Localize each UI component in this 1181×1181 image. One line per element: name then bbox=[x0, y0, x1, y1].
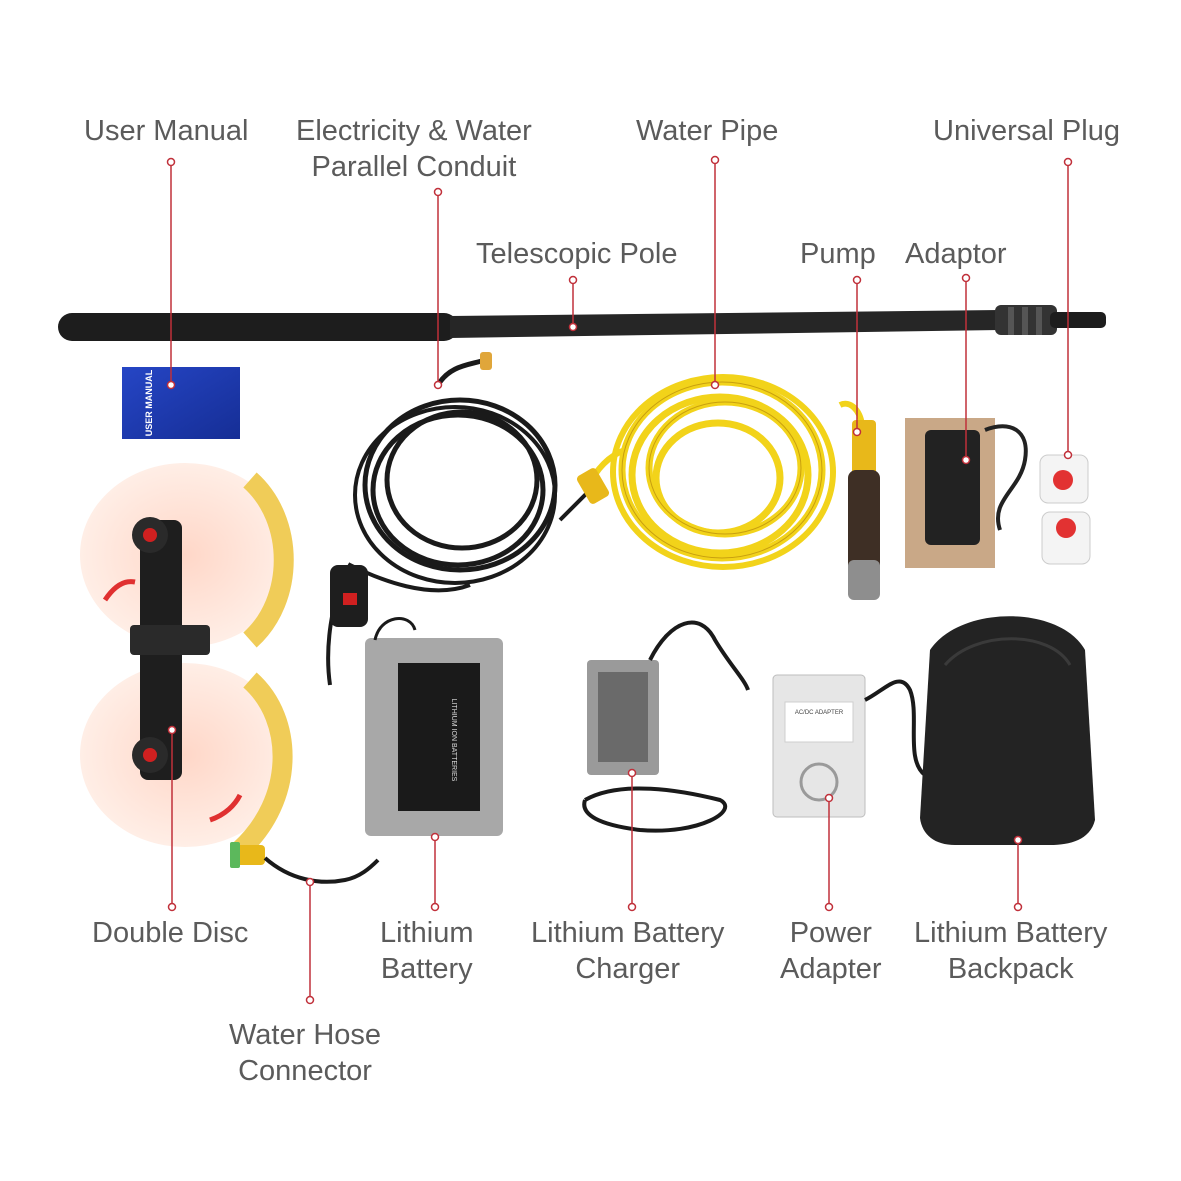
leader-double-disc bbox=[167, 725, 177, 912]
leader-power-adapter bbox=[824, 793, 834, 912]
label-double-disc: Double Disc bbox=[92, 917, 249, 949]
label-electricity-water-conduit: Electricity & Water Parallel Conduit bbox=[296, 115, 532, 183]
label-universal-plug: Universal Plug bbox=[933, 115, 1120, 147]
label-user-manual: User Manual bbox=[84, 115, 249, 147]
double-disc-image bbox=[80, 463, 294, 858]
water-hose-connector-image bbox=[230, 842, 380, 884]
leader-backpack bbox=[1013, 835, 1023, 912]
adapter-plate-text: AC/DC ADAPTER bbox=[795, 710, 844, 716]
label-telescopic-pole: Telescopic Pole bbox=[476, 238, 678, 270]
power-adapter-image: AC/DC ADAPTER bbox=[772, 674, 927, 818]
pump-image bbox=[848, 420, 880, 600]
label-power-adapter: Power Adapter bbox=[780, 917, 882, 985]
leader-pump bbox=[852, 275, 862, 437]
water-pipe-coil-image bbox=[587, 374, 865, 570]
leader-adaptor bbox=[961, 273, 971, 465]
conduit-plug-image bbox=[480, 352, 492, 370]
leader-user-manual bbox=[166, 157, 176, 390]
label-adaptor: Adaptor bbox=[905, 238, 1007, 270]
leader-telescopic-pole bbox=[568, 275, 578, 332]
conduit-coil-image bbox=[326, 357, 602, 686]
manual-cover-text: USER MANUAL bbox=[144, 369, 154, 436]
user-manual-image: USER MANUAL bbox=[122, 367, 240, 439]
label-lithium-battery: Lithium Battery bbox=[380, 917, 474, 985]
leader-universal-plug bbox=[1063, 157, 1073, 460]
label-water-pipe: Water Pipe bbox=[636, 115, 779, 147]
leader-charger bbox=[627, 768, 637, 912]
adaptor-image bbox=[905, 418, 1028, 568]
telescopic-pole-image bbox=[58, 305, 1106, 341]
battery-plate-text: LITHIUM ION BATTERIES bbox=[450, 699, 457, 782]
label-lithium-battery-charger: Lithium Battery Charger bbox=[531, 917, 725, 985]
leader-lithium-battery bbox=[430, 832, 440, 912]
leader-lines bbox=[166, 155, 1073, 1005]
leader-hose-connector bbox=[305, 877, 315, 1005]
charger-image bbox=[582, 620, 750, 833]
pipe-connector-image bbox=[576, 468, 610, 504]
label-lithium-battery-backpack: Lithium Battery Backpack bbox=[914, 917, 1108, 985]
lithium-battery-image: LITHIUM ION BATTERIES bbox=[365, 617, 503, 836]
universal-plug-image bbox=[1039, 454, 1091, 565]
leader-water-pipe bbox=[710, 155, 720, 390]
backpack-image bbox=[920, 616, 1095, 845]
label-pump: Pump bbox=[800, 238, 876, 270]
leader-conduit bbox=[433, 187, 443, 390]
label-water-hose-connector: Water Hose Connector bbox=[229, 1019, 382, 1087]
